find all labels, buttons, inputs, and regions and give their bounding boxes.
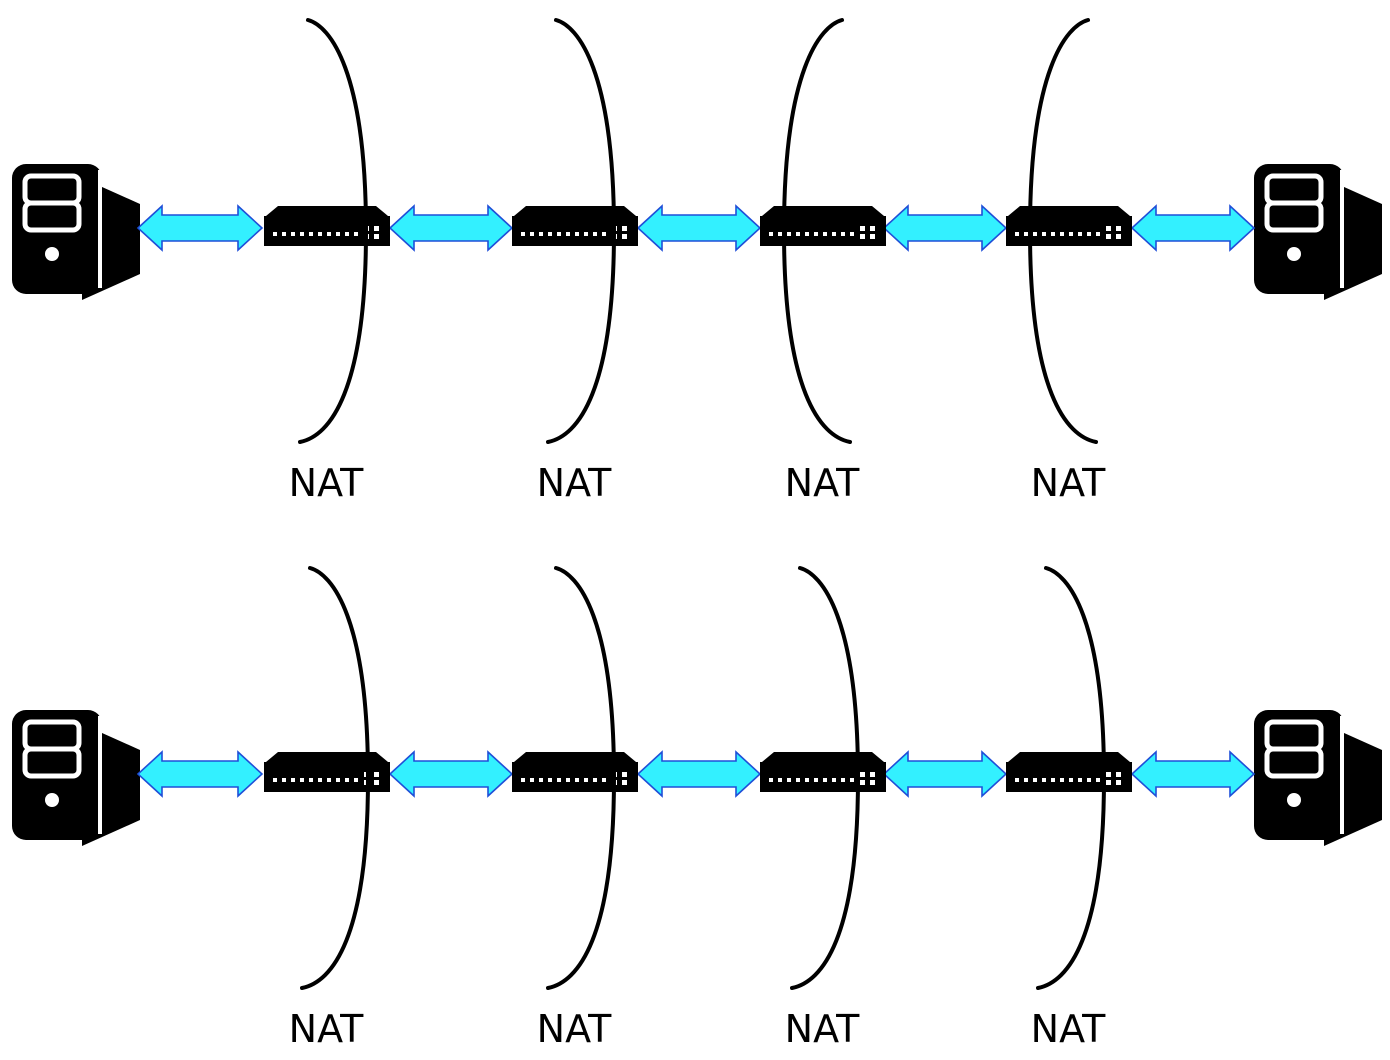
router-1-1-network-switch-icon (264, 206, 390, 246)
router-2-4-network-switch-icon (1006, 752, 1132, 792)
right-host-1-server-tower-icon (1254, 164, 1382, 300)
nat-boundary-2-1 (300, 566, 371, 990)
link-arrow-2-1-bidirectional-arrow-icon (136, 750, 264, 798)
nat-label-1-4: NAT (1031, 461, 1106, 505)
link-arrow-2-2-bidirectional-arrow-icon (388, 750, 514, 798)
router-1-4-network-switch-icon (1006, 206, 1132, 246)
link-arrow-1-3-bidirectional-arrow-icon (636, 204, 762, 252)
router-1-2-network-switch-icon (512, 206, 638, 246)
router-2-1-network-switch-icon (264, 752, 390, 792)
nat-label-2-4: NAT (1031, 1007, 1106, 1051)
row-1: NAT NAT NAT NAT (12, 18, 1382, 505)
router-2-3-network-switch-icon (760, 752, 886, 792)
nat-boundary-2-4 (1036, 566, 1107, 990)
link-arrow-2-3-bidirectional-arrow-icon (636, 750, 762, 798)
router-1-3-network-switch-icon (760, 206, 886, 246)
right-host-2-server-tower-icon (1254, 710, 1382, 846)
router-2-2-network-switch-icon (512, 752, 638, 792)
link-arrow-1-5-bidirectional-arrow-icon (1130, 204, 1256, 252)
nat-boundary-2-2 (546, 566, 617, 990)
nat-boundary-1-3 (781, 18, 852, 444)
nat-label-2-2: NAT (537, 1007, 612, 1051)
nat-boundary-1-1 (298, 18, 369, 444)
nat-label-2-1: NAT (289, 1007, 364, 1051)
link-arrow-1-1-bidirectional-arrow-icon (136, 204, 264, 252)
nat-boundary-2-3 (790, 566, 861, 990)
link-arrow-1-4-bidirectional-arrow-icon (882, 204, 1008, 252)
nat-label-1-1: NAT (289, 461, 364, 505)
left-host-2-server-tower-icon (12, 710, 140, 846)
nat-label-2-3: NAT (785, 1007, 860, 1051)
nat-label-1-2: NAT (537, 461, 612, 505)
link-arrow-2-4-bidirectional-arrow-icon (882, 750, 1008, 798)
nat-boundary-1-4 (1027, 18, 1098, 444)
link-arrow-1-2-bidirectional-arrow-icon (388, 204, 514, 252)
nat-label-1-3: NAT (785, 461, 860, 505)
row-2: NAT NAT NAT NAT (12, 566, 1382, 1051)
left-host-1-server-tower-icon (12, 164, 140, 300)
link-arrow-2-5-bidirectional-arrow-icon (1130, 750, 1256, 798)
nat-boundary-1-2 (546, 18, 617, 444)
